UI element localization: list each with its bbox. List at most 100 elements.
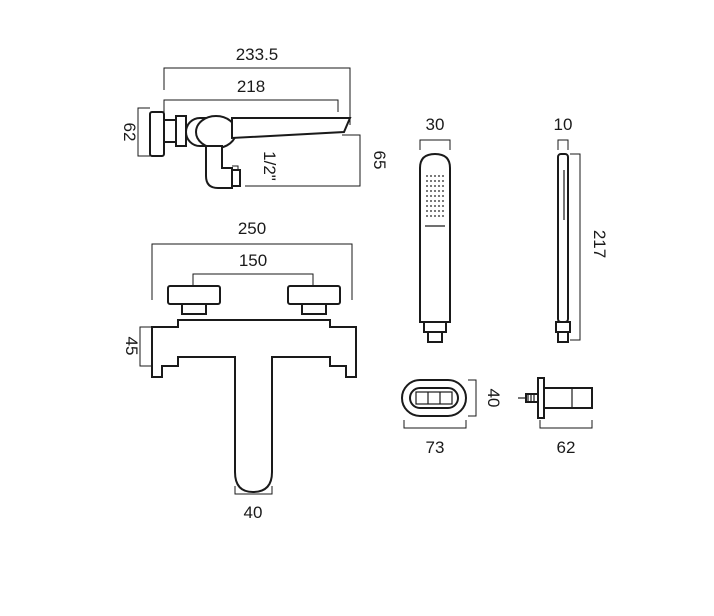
- connector-flange: [175, 115, 187, 147]
- handset-spray-dots: [426, 175, 444, 217]
- dim-handset-width: 30: [419, 115, 451, 150]
- outlet-thread-marks: [518, 394, 535, 402]
- spray-nozzle: [442, 210, 444, 212]
- handset-side-connector: [557, 331, 569, 343]
- wall-plate: [149, 111, 165, 157]
- inlet-elbow: [205, 145, 233, 189]
- spray-nozzle: [430, 175, 432, 177]
- dim-label-45: 45: [122, 337, 141, 356]
- spray-nozzle: [426, 180, 428, 182]
- handset-side-collar: [555, 321, 571, 333]
- spray-nozzle: [430, 195, 432, 197]
- front-view: 250 150 45 40: [122, 219, 357, 522]
- spray-nozzle: [438, 175, 440, 177]
- handset-body: [419, 152, 451, 323]
- spray-nozzle: [426, 185, 428, 187]
- spray-nozzle: [434, 195, 436, 197]
- handset-connector: [427, 331, 443, 343]
- spray-nozzle: [438, 185, 440, 187]
- dim-side-total: 233.5: [163, 45, 351, 125]
- dim-handset-length: 217: [570, 153, 609, 341]
- dim-label-10: 10: [554, 115, 573, 134]
- handset-front-view: 30: [419, 115, 451, 343]
- dim-label-62: 62: [120, 123, 139, 142]
- left-handle: [167, 285, 221, 305]
- spray-nozzle: [426, 175, 428, 177]
- connector-nut: [163, 119, 177, 143]
- spray-nozzle: [438, 195, 440, 197]
- dim-label-30: 30: [426, 115, 445, 134]
- handset-collar: [423, 321, 447, 333]
- spray-nozzle: [434, 200, 436, 202]
- handset-side-body: [557, 153, 569, 323]
- spray-nozzle: [430, 180, 432, 182]
- spray-nozzle: [430, 185, 432, 187]
- spray-nozzle: [438, 210, 440, 212]
- spray-nozzle: [442, 205, 444, 207]
- side-spout: [231, 117, 352, 140]
- spray-nozzle: [442, 195, 444, 197]
- dim-label-73: 73: [426, 438, 445, 457]
- spray-nozzle: [426, 190, 428, 192]
- handset-side-view: 10 217: [554, 115, 609, 343]
- spray-nozzle: [442, 200, 444, 202]
- dim-label-218: 218: [237, 77, 265, 96]
- dim-outlet-width: 73: [403, 420, 467, 457]
- outlet-side-body: [543, 387, 593, 409]
- dim-label-250: 250: [238, 219, 266, 238]
- dim-label-233-5: 233.5: [236, 45, 279, 64]
- dim-handset-depth: 10: [554, 115, 573, 150]
- spray-nozzle: [426, 205, 428, 207]
- spray-nozzle: [426, 195, 428, 197]
- spray-nozzle: [430, 205, 432, 207]
- dim-label-65: 65: [370, 151, 389, 170]
- spray-nozzle: [434, 180, 436, 182]
- dim-side-height: 65: [245, 134, 389, 187]
- spray-nozzle: [430, 190, 432, 192]
- spray-nozzle: [426, 210, 428, 212]
- spray-nozzle: [442, 175, 444, 177]
- dim-front-width: 250: [151, 219, 353, 300]
- outlet-front-view: 73 40: [401, 379, 503, 457]
- inlet-cap: [231, 169, 241, 187]
- left-handle-stem: [181, 303, 207, 315]
- spray-nozzle: [434, 215, 436, 217]
- spray-nozzle: [442, 180, 444, 182]
- dim-label-thread: 1/2": [260, 151, 279, 181]
- spray-nozzle: [426, 200, 428, 202]
- spray-nozzle: [434, 185, 436, 187]
- dim-label-40-outlet: 40: [484, 389, 503, 408]
- spray-nozzle: [438, 180, 440, 182]
- spray-nozzle: [438, 190, 440, 192]
- dim-label-150: 150: [239, 251, 267, 270]
- spray-nozzle: [434, 190, 436, 192]
- spray-nozzle: [438, 200, 440, 202]
- body-cap: [195, 115, 237, 149]
- right-handle: [287, 285, 341, 305]
- spray-nozzle: [438, 215, 440, 217]
- dim-label-40-spout: 40: [244, 503, 263, 522]
- spray-nozzle: [434, 210, 436, 212]
- spray-nozzle: [434, 175, 436, 177]
- side-view: 233.5 218 62 65 1/2": [120, 45, 389, 189]
- spray-nozzle: [430, 200, 432, 202]
- dim-outlet-projection: 62: [539, 420, 593, 457]
- dim-front-body: 45: [122, 326, 152, 367]
- dim-label-217: 217: [590, 230, 609, 258]
- dim-side-spout: 218: [163, 77, 339, 115]
- spray-nozzle: [430, 215, 432, 217]
- outlet-side-view: 62: [518, 377, 593, 457]
- dim-front-spout: 40: [234, 486, 273, 522]
- spray-nozzle: [426, 215, 428, 217]
- dim-label-62-outlet: 62: [557, 438, 576, 457]
- outlet-diverter: [415, 391, 453, 405]
- spray-nozzle: [438, 205, 440, 207]
- dim-side-plate: 62: [120, 107, 150, 157]
- right-handle-stem: [301, 303, 327, 315]
- dim-front-centres: 150: [192, 251, 314, 286]
- outlet-inner-ring: [409, 387, 459, 409]
- spray-nozzle: [442, 190, 444, 192]
- spray-nozzle: [442, 185, 444, 187]
- dim-outlet-height: 40: [468, 379, 503, 417]
